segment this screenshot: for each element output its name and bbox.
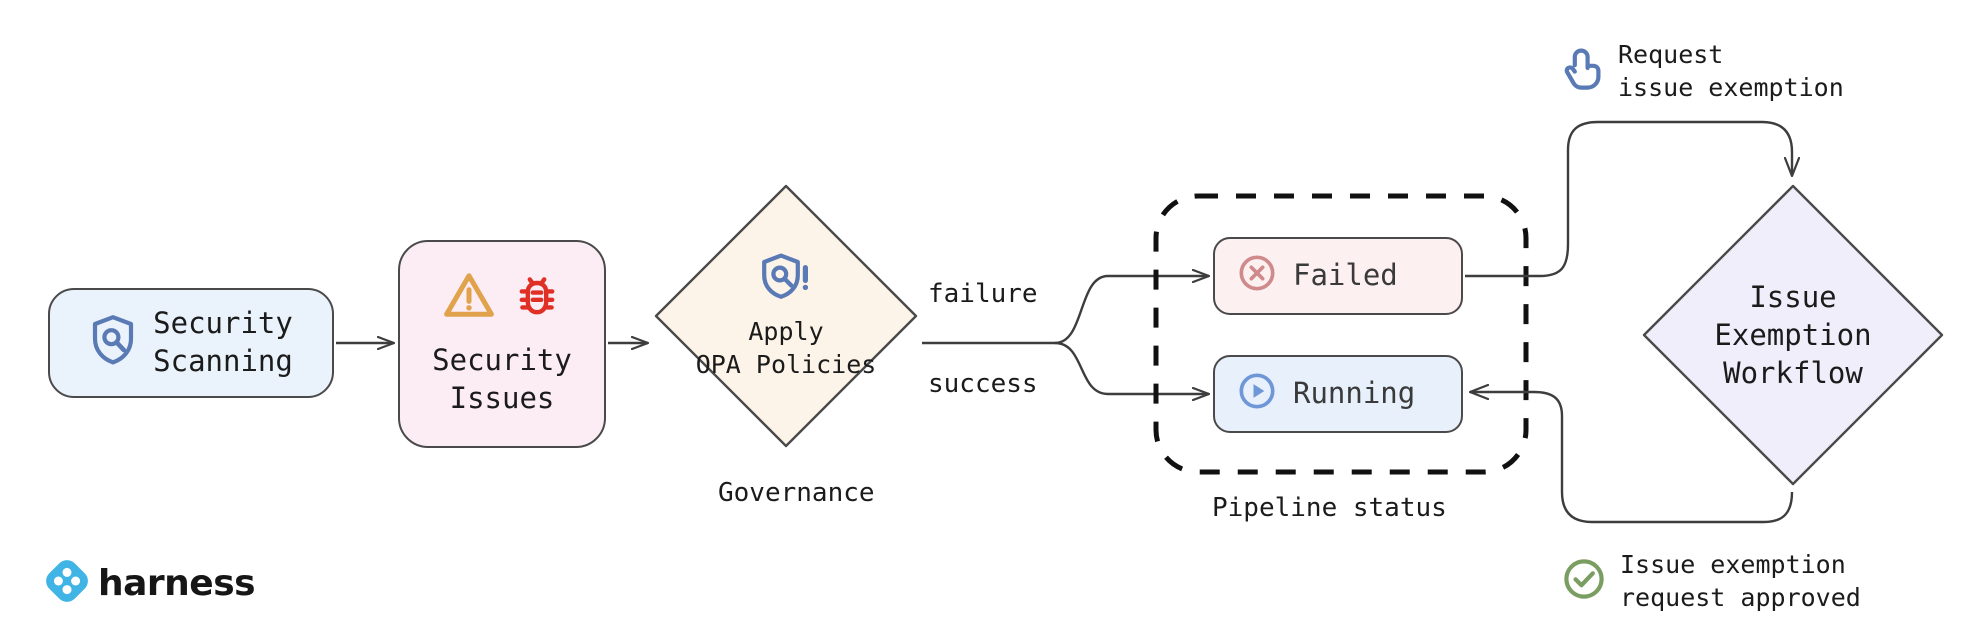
edge-label-failure: failure: [928, 279, 1038, 309]
node-security-issues[interactable]: Security Issues: [398, 240, 606, 448]
node-apply-opa-policies-label: Apply OPA Policies: [695, 317, 877, 379]
security-issues-icon-row: [443, 271, 561, 326]
caption-governance: Governance: [718, 478, 875, 508]
shield-search-icon: [89, 313, 137, 374]
edge-label-success: success: [928, 369, 1038, 399]
annotation-approved-line2: request approved: [1620, 583, 1861, 613]
annotation-request-line2: issue exemption: [1618, 73, 1844, 103]
annotation-request-approved: Issue exemption request approved: [1562, 548, 1861, 615]
node-running[interactable]: Running: [1213, 355, 1463, 433]
annotation-request-issue-exemption: Request issue exemption: [1562, 38, 1844, 105]
node-security-scanning[interactable]: Security Scanning: [48, 288, 334, 398]
annotation-request-text: Request issue exemption: [1618, 38, 1844, 105]
play-circle-icon: [1237, 371, 1277, 418]
check-circle-icon: [1562, 557, 1606, 605]
harness-logo: harness: [46, 560, 256, 606]
annotation-request-line1: Request: [1618, 40, 1724, 69]
edge-exemption-workflow-to-running: [1470, 392, 1794, 524]
caption-pipeline-status: Pipeline status: [1212, 493, 1447, 523]
pointing-hand-click-icon: [1562, 46, 1604, 96]
circle-x-icon: [1237, 253, 1277, 300]
node-issue-exemption-workflow[interactable]: Issue Exemption Workflow: [1638, 180, 1948, 490]
edge-failed-to-exemption-workflow: [1465, 120, 1792, 278]
node-failed-label: Failed: [1293, 258, 1398, 293]
harness-wordmark: harness: [98, 562, 256, 604]
harness-diamond-logo-icon: [46, 560, 88, 606]
node-running-label: Running: [1293, 376, 1416, 411]
edge-failure-to-failed: [1054, 276, 1209, 345]
node-security-scanning-label: Security Scanning: [153, 306, 293, 378]
shield-search-alert-icon: [759, 251, 813, 309]
node-apply-opa-policies[interactable]: Apply OPA Policies: [650, 180, 922, 452]
edge-success-to-running: [1054, 341, 1209, 394]
annotation-approved-text: Issue exemption request approved: [1620, 548, 1861, 615]
node-security-issues-label: Security Issues: [432, 342, 572, 415]
node-issue-exemption-workflow-label: Issue Exemption Workflow: [1714, 279, 1872, 391]
node-failed[interactable]: Failed: [1213, 237, 1463, 315]
warning-triangle-icon: [443, 271, 495, 326]
annotation-approved-line1: Issue exemption: [1620, 550, 1846, 579]
bug-icon: [513, 271, 561, 326]
